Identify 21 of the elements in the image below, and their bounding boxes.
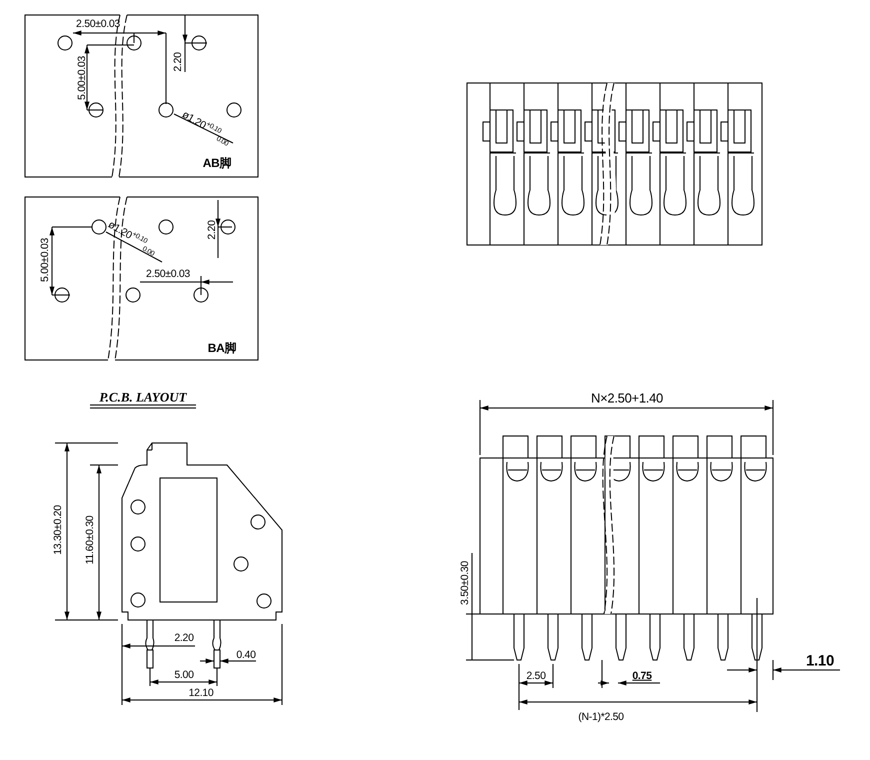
dimension-label: 1.10 [806, 654, 834, 668]
dimension-label: 2.50±0.03 [146, 268, 190, 280]
dimension-label: 11.60±0.30 [84, 516, 96, 564]
dimension-label: 5.00 [174, 670, 194, 680]
dimension-label: (N-1)*2.50 [578, 712, 624, 722]
dimension-label: 0.40 [236, 650, 256, 660]
section-heading: P.C.B. LAYOUT [99, 390, 187, 404]
dimension-label: 2.50±0.03 [76, 18, 120, 30]
dimension-label: 3.50±0.30 [460, 561, 470, 605]
dimension-label: 2.50 [526, 670, 546, 682]
pin-variant-label: AB脚 [202, 157, 232, 169]
dimension-label: 0.75 [632, 670, 652, 682]
dimension-label: 5.00±0.03 [40, 238, 50, 282]
dimension-label: 12.10 [188, 688, 214, 698]
dimension-label: 5.00±0.03 [76, 56, 88, 100]
dimension-label: N×2.50+1.40 [591, 392, 663, 404]
dimension-label: 2.20 [172, 52, 184, 72]
dimension-label: 2.20 [174, 632, 194, 644]
dimension-label: 2.20 [206, 220, 218, 240]
dimension-label: 13.30±0.20 [52, 505, 64, 555]
pin-variant-label: BA脚 [208, 342, 236, 354]
